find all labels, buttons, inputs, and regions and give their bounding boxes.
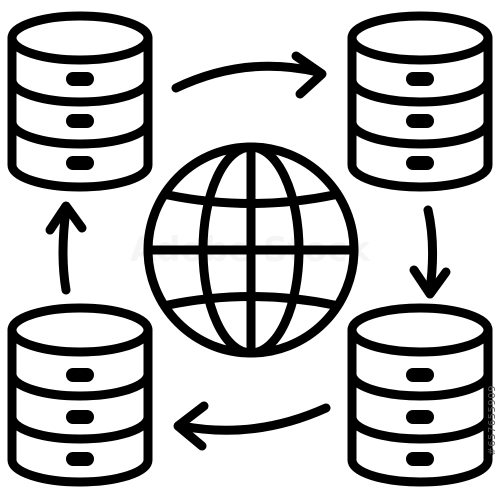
database-top-left-icon xyxy=(7,11,153,192)
arrow-top-icon xyxy=(171,51,327,99)
globe-icon xyxy=(143,142,359,358)
database-bottom-left-icon xyxy=(7,303,153,487)
watermark-id: #657655909 xyxy=(487,385,498,456)
arrow-bottom-icon xyxy=(173,401,331,451)
database-bottom-right-icon xyxy=(347,303,493,487)
arrow-left-icon xyxy=(45,201,87,295)
arrow-right-icon xyxy=(409,205,451,299)
database-top-right-icon xyxy=(347,11,493,192)
